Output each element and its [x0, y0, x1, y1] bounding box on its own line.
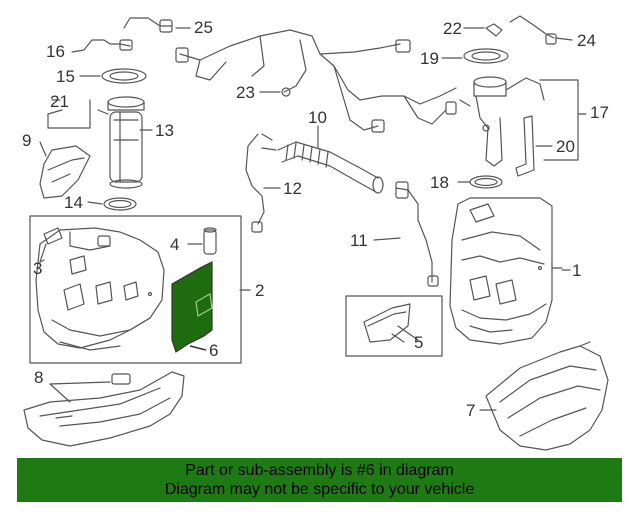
callout-14[interactable]: 14: [64, 193, 83, 212]
callout-2[interactable]: 2: [255, 281, 265, 300]
callout-23[interactable]: 23: [236, 83, 255, 102]
callout-11[interactable]: 11: [350, 231, 368, 250]
callout-1[interactable]: 1: [572, 261, 582, 280]
part-5-shield: [363, 303, 411, 343]
part-22-connector: [485, 23, 503, 37]
part-14-seal: [103, 197, 137, 211]
part-20-bracket: [515, 115, 535, 177]
banner-line-2: Diagram may not be specific to your vehi…: [164, 481, 475, 498]
callout-21[interactable]: 21: [50, 92, 69, 111]
part-25-hose: [123, 17, 173, 29]
part-23-harness: [175, 29, 457, 133]
part-17-pump-assembly: [459, 76, 545, 167]
callout-7[interactable]: 7: [466, 401, 476, 420]
part-24-hose: [509, 15, 555, 39]
callout-24[interactable]: 24: [577, 31, 596, 50]
callout-16[interactable]: 16: [46, 42, 65, 61]
callout-3[interactable]: 3: [33, 259, 43, 278]
fuel-tank-right: [449, 197, 563, 345]
part-19-ring: [463, 48, 509, 64]
callout-18[interactable]: 18: [430, 173, 449, 192]
part-13-pump-module: [97, 96, 145, 189]
callout-15[interactable]: 15: [56, 67, 75, 86]
group-box-5: [345, 295, 443, 357]
part-12-line: [245, 133, 265, 225]
info-banner: Part or sub-assembly is #6 in diagram Di…: [17, 458, 622, 502]
fuel-tank-left: [35, 227, 165, 351]
part-21-clip: [47, 99, 91, 129]
part-3-pad: [43, 227, 63, 245]
part-11-vent-hose: [395, 187, 433, 283]
callout-12[interactable]: 12: [283, 179, 302, 198]
callout-25[interactable]: 25: [194, 18, 213, 37]
part-10-filler-pipe: [261, 141, 384, 194]
callout-17[interactable]: 17: [590, 103, 609, 122]
parts-diagram: [23, 15, 609, 451]
callout-13[interactable]: 13: [155, 121, 174, 140]
callout-4[interactable]: 4: [170, 235, 180, 254]
callout-9[interactable]: 9: [22, 131, 32, 150]
part-4-cylinder: [203, 227, 217, 255]
callout-6[interactable]: 6: [209, 341, 219, 360]
part-16-sensor: [83, 39, 131, 51]
callout-19[interactable]: 19: [420, 49, 439, 68]
callout-8[interactable]: 8: [34, 368, 44, 387]
banner-line-1: Part or sub-assembly is #6 in diagram: [185, 462, 454, 479]
part-9-bracket: [39, 145, 91, 199]
part-7-skid-plate: [485, 341, 609, 451]
callout-5[interactable]: 5: [414, 333, 424, 352]
callout-20[interactable]: 20: [556, 137, 575, 156]
part-8-skid-plate: [23, 371, 185, 447]
callout-22[interactable]: 22: [443, 19, 462, 38]
callout-10[interactable]: 10: [308, 108, 327, 127]
leader-lines: [39, 27, 587, 411]
part-6-highlighted: [171, 261, 213, 353]
part-15-lock-ring: [101, 68, 147, 84]
